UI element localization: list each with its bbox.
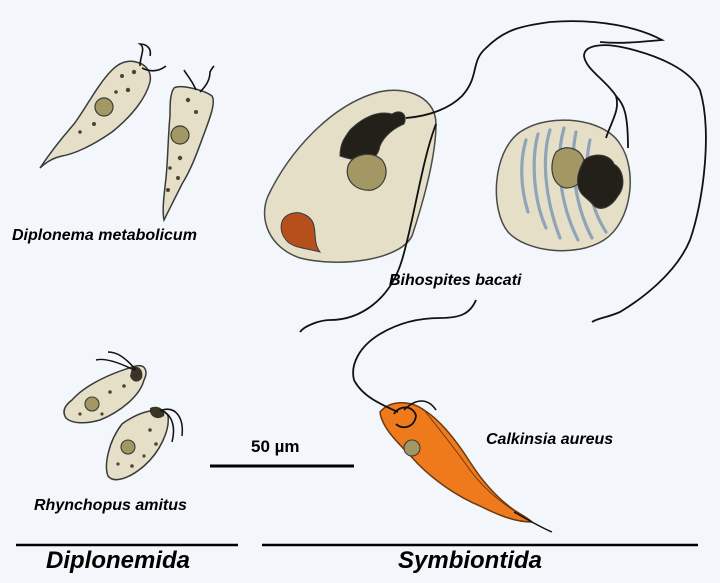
group-label-symbiontida: Symbiontida — [398, 547, 543, 574]
nucleus — [403, 439, 421, 457]
label-diplonema-metabolicum: Diplonema metabolicum — [12, 227, 197, 244]
flagellum — [137, 43, 152, 67]
label-rhynchopus-amitus: Rhynchopus amitus — [34, 497, 187, 514]
flagellum — [183, 69, 197, 91]
nucleus — [94, 97, 114, 117]
diplonema-cell-right — [162, 65, 215, 223]
rust-inclusion — [280, 212, 322, 253]
group-label-diplonemida: Diplonemida — [46, 547, 191, 574]
dark-inclusion — [577, 154, 624, 209]
diplonema-cell-left — [39, 43, 167, 169]
diplonema-metabolicum-illustration — [39, 43, 215, 223]
calkinsia-aureus-illustration — [352, 299, 553, 533]
flagellum — [159, 409, 175, 443]
label-bihospites-bacati: Bihospites bacati — [389, 272, 522, 289]
rhynchopus-cell-lower — [105, 406, 184, 481]
flagellum — [405, 20, 666, 119]
flagellum — [299, 123, 437, 333]
flagellum — [95, 358, 135, 371]
flagellum — [352, 299, 477, 413]
flagellum — [583, 44, 707, 323]
flagellum — [615, 95, 629, 149]
dark-inclusion — [339, 111, 406, 161]
flagellum — [141, 65, 167, 72]
flagellum — [403, 400, 437, 411]
bihospites-cell-large — [263, 20, 666, 333]
flagellum — [107, 351, 137, 371]
flagellum — [161, 408, 184, 437]
nucleus — [84, 396, 100, 412]
nucleus — [170, 125, 190, 145]
nucleus — [120, 439, 136, 455]
bihospites-bacati-illustration — [263, 20, 707, 333]
label-calkinsia-aureus: Calkinsia aureus — [486, 431, 614, 448]
calkinsia-tail — [513, 511, 553, 533]
flagellum — [199, 65, 215, 93]
rhynchopus-cell-upper — [63, 351, 147, 424]
bihospites-cell-round — [495, 44, 707, 323]
nucleus — [346, 153, 387, 191]
flagellar-pocket — [393, 406, 417, 429]
scale-bar-label: 50 µm — [251, 437, 300, 456]
rhynchopus-amitus-illustration — [63, 351, 184, 481]
